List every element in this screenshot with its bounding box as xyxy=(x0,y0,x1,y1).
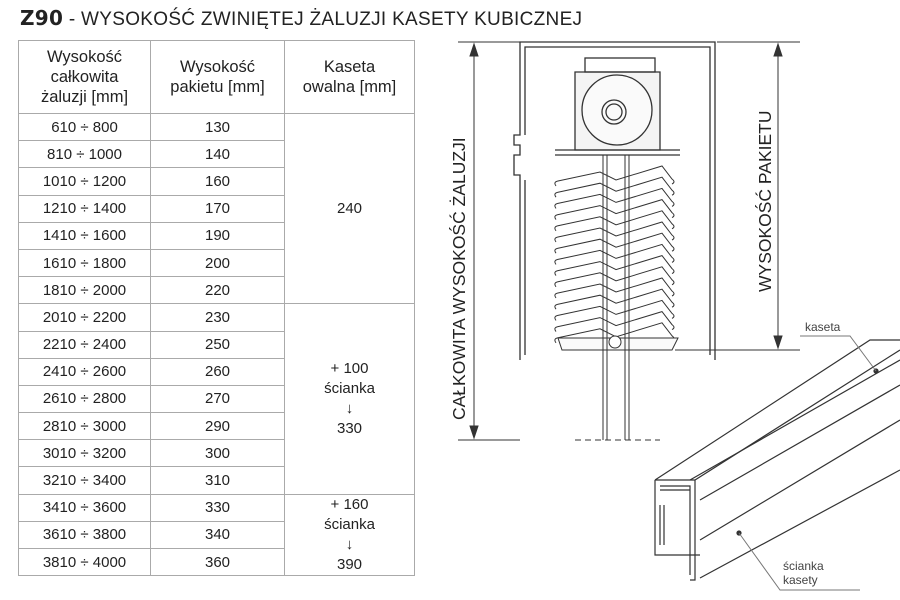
package-height-cell: 260 xyxy=(150,357,285,386)
total-height-cell: 3210 ÷ 3400 xyxy=(18,466,151,495)
package-height-cell: 190 xyxy=(150,221,285,250)
package-height-cell: 290 xyxy=(150,412,285,441)
slat xyxy=(554,243,675,265)
slat xyxy=(554,165,675,187)
slat xyxy=(554,288,675,310)
total-height-cell: 3810 ÷ 4000 xyxy=(18,547,151,577)
slat-package xyxy=(554,165,675,344)
package-height-cell: 230 xyxy=(150,303,285,332)
slat xyxy=(554,311,675,332)
cassette-cell: 240 xyxy=(284,112,415,305)
package-height-cell: 270 xyxy=(150,384,285,414)
package-height-cell: 220 xyxy=(150,276,285,305)
slat xyxy=(554,176,675,198)
cassette-value-line: ścianka xyxy=(324,515,375,533)
cassette-cell: + 160 ścianka ↓ 390 xyxy=(284,493,415,577)
cassette-value-line: 330 xyxy=(336,419,363,437)
model-code: Z90 xyxy=(20,6,64,30)
leader-lines xyxy=(738,335,877,591)
slat xyxy=(554,199,675,220)
cassette-profile xyxy=(513,41,716,360)
total-height-cell: 2010 ÷ 2200 xyxy=(18,303,151,332)
package-height-cell: 160 xyxy=(150,167,285,196)
cassette-value-line: + 100 xyxy=(330,359,369,377)
total-height-cell: 2610 ÷ 2800 xyxy=(18,384,151,414)
page-title: Z90 - WYSOKOŚĆ ZWINIĘTEJ ŻALUZJI KASETY … xyxy=(20,6,582,31)
cassette-value-line: 240 xyxy=(336,199,363,217)
cassette-cell: + 100 ścianka ↓ 330 xyxy=(284,303,415,495)
cassette-value-line: ↓ xyxy=(345,399,354,417)
slat xyxy=(554,232,675,254)
wall-label-line2: kasety xyxy=(783,573,818,587)
guide-strings xyxy=(575,155,660,441)
total-height-dimension xyxy=(458,41,520,441)
total-height-cell: 3610 ÷ 3800 xyxy=(18,520,151,550)
package-height-cell: 130 xyxy=(150,112,285,142)
total-height-label: CAŁKOWITA WYSOKOŚĆ ŻALUZJI xyxy=(448,137,469,420)
cassette-value-line: ↓ xyxy=(345,535,354,553)
package-height-dimension xyxy=(675,41,800,351)
slat xyxy=(554,255,675,276)
package-height-cell: 140 xyxy=(150,140,285,169)
slat xyxy=(554,277,675,299)
wall-label-line1: ścianka xyxy=(783,559,824,573)
slat xyxy=(554,221,675,243)
package-height-cell: 340 xyxy=(150,520,285,550)
slat xyxy=(554,210,675,232)
cassette-value-line: + 160 xyxy=(330,495,369,513)
cassette-label: kaseta xyxy=(805,320,841,334)
cassette-3d-view xyxy=(654,339,900,581)
package-height-label: WYSOKOŚĆ PAKIETU xyxy=(754,110,775,292)
cassette-value-line: 390 xyxy=(336,555,363,573)
slat xyxy=(554,187,675,209)
slat xyxy=(554,266,675,288)
total-height-cell: 810 ÷ 1000 xyxy=(18,140,151,169)
slat xyxy=(554,299,675,321)
package-height-cell: 360 xyxy=(150,547,285,577)
cassette-value-line: ścianka xyxy=(324,379,375,397)
title-text: - WYSOKOŚĆ ZWINIĘTEJ ŻALUZJI KASETY KUBI… xyxy=(63,9,583,30)
package-height-cell: 310 xyxy=(150,466,285,495)
package-height-cell: 170 xyxy=(150,194,285,223)
